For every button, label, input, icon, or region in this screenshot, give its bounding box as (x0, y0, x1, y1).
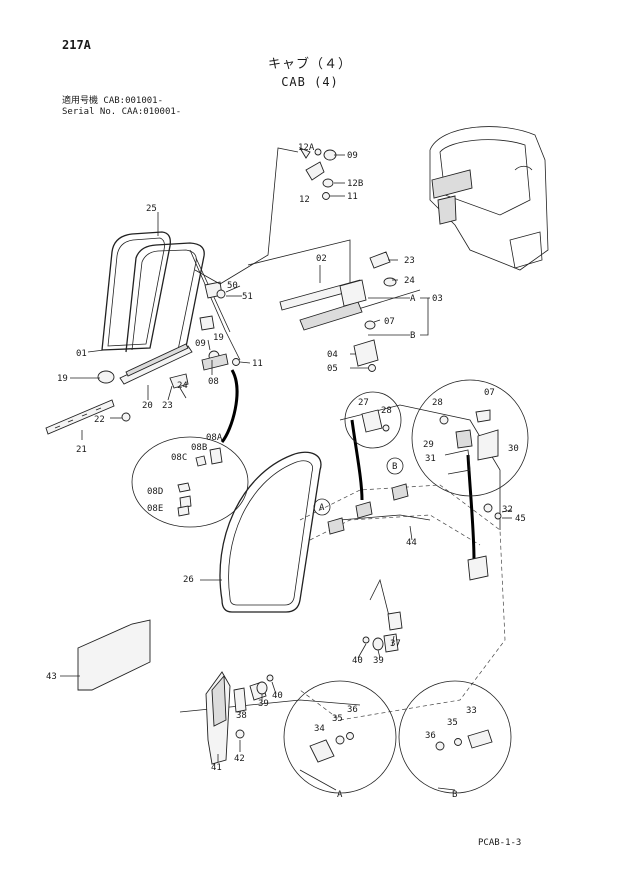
callout-44: 44 (406, 538, 417, 548)
callout-40-right: 40 (352, 656, 363, 666)
callout-27: 27 (358, 398, 369, 408)
detail-label-b: B (452, 790, 457, 800)
side-glass-panel (77, 619, 151, 691)
callout-32: 32 (502, 505, 513, 515)
serial-applicability-jp: 適用号機 CAB:001001- (62, 96, 164, 106)
callout-08E: 08E (147, 504, 163, 514)
callout-24: 24 (404, 276, 415, 286)
callout-30: 30 (508, 444, 519, 454)
callout-26: 26 (183, 575, 194, 585)
page-title-en: CAB (4) (281, 75, 339, 89)
callout-11: 11 (347, 192, 358, 202)
callout-25: 25 (146, 204, 157, 214)
callout-08C: 08C (171, 453, 187, 463)
callout-42: 42 (234, 754, 245, 764)
window-glass-assembly (101, 231, 241, 361)
callout-33: 33 (466, 706, 477, 716)
callout-04: 04 (327, 350, 338, 360)
callout-50: 50 (227, 281, 238, 291)
callout-20: 20 (142, 401, 153, 411)
ref-circle-a (313, 498, 331, 516)
callout-29: 29 (423, 440, 434, 450)
footer-page-code: PCAB-1-3 (478, 838, 522, 848)
callout-45: 45 (515, 514, 526, 524)
detail-view-circles (283, 680, 512, 794)
detail-label-a: A (337, 790, 343, 800)
callout-02: 02 (316, 254, 327, 264)
callout-41: 41 (211, 763, 222, 773)
ref-marker-a: A (410, 294, 416, 304)
callout-22: 22 (94, 415, 105, 425)
callout-36: 36 (347, 705, 358, 715)
ref-circle-b (386, 457, 404, 475)
callout-39-right: 39 (373, 656, 384, 666)
callout-12B: 12B (347, 179, 363, 189)
callout-40: 40 (272, 691, 283, 701)
page-title-jp: キャブ（４） (267, 57, 352, 72)
callout-21: 21 (76, 445, 87, 455)
callout-11-lower: 11 (252, 359, 263, 369)
callout-12: 12 (299, 195, 310, 205)
callout-08D: 08D (147, 487, 163, 497)
callout-07-detail: 07 (484, 388, 495, 398)
callout-01: 01 (76, 349, 87, 359)
callout-28-detail: 28 (432, 398, 443, 408)
page-code: 217A (62, 38, 91, 52)
callout-09-lower: 09 (195, 339, 206, 349)
callout-19-right: 19 (213, 333, 224, 343)
door-seal (219, 451, 322, 613)
callout-34: 34 (314, 724, 325, 734)
callout-08A: 08A (206, 433, 223, 443)
ref-circle-a-label: A (319, 503, 325, 513)
callout-24-lower: 24 (177, 381, 188, 391)
callout-35: 35 (332, 714, 343, 724)
callout-05: 05 (327, 364, 338, 374)
callout-37: 37 (390, 639, 401, 649)
callout-12A: 12A (298, 143, 315, 153)
ref-circle-b-label: B (392, 462, 397, 472)
callout-23: 23 (404, 256, 415, 266)
cab-body-outline (179, 404, 506, 721)
bracket-detail-bubbles (344, 379, 529, 497)
callout-19: 19 (57, 374, 68, 384)
callout-39: 39 (258, 699, 269, 709)
lower-rail-assembly (45, 343, 240, 435)
callout-36-b: 36 (425, 731, 436, 741)
callout-07: 07 (384, 317, 395, 327)
callout-51: 51 (242, 292, 253, 302)
callout-03: 03 (432, 294, 443, 304)
callout-28: 28 (381, 406, 392, 416)
callout-09: 09 (347, 151, 358, 161)
slide-lock-assembly (279, 251, 430, 372)
callout-31: 31 (425, 454, 436, 464)
callout-23-lower: 23 (162, 401, 173, 411)
callout-leaders (60, 212, 513, 762)
callout-08: 08 (208, 377, 219, 387)
callout-43: 43 (46, 672, 57, 682)
callout-38: 38 (236, 711, 247, 721)
callout-35-b: 35 (447, 718, 458, 728)
clip-detail-bubble (131, 369, 249, 528)
callout-08B: 08B (191, 443, 207, 453)
ref-marker-b: B (410, 331, 415, 341)
serial-applicability-en: Serial No. CAA:010001- (62, 107, 182, 117)
cab-overview-sketch (429, 126, 549, 271)
upper-latch-parts (298, 147, 345, 200)
